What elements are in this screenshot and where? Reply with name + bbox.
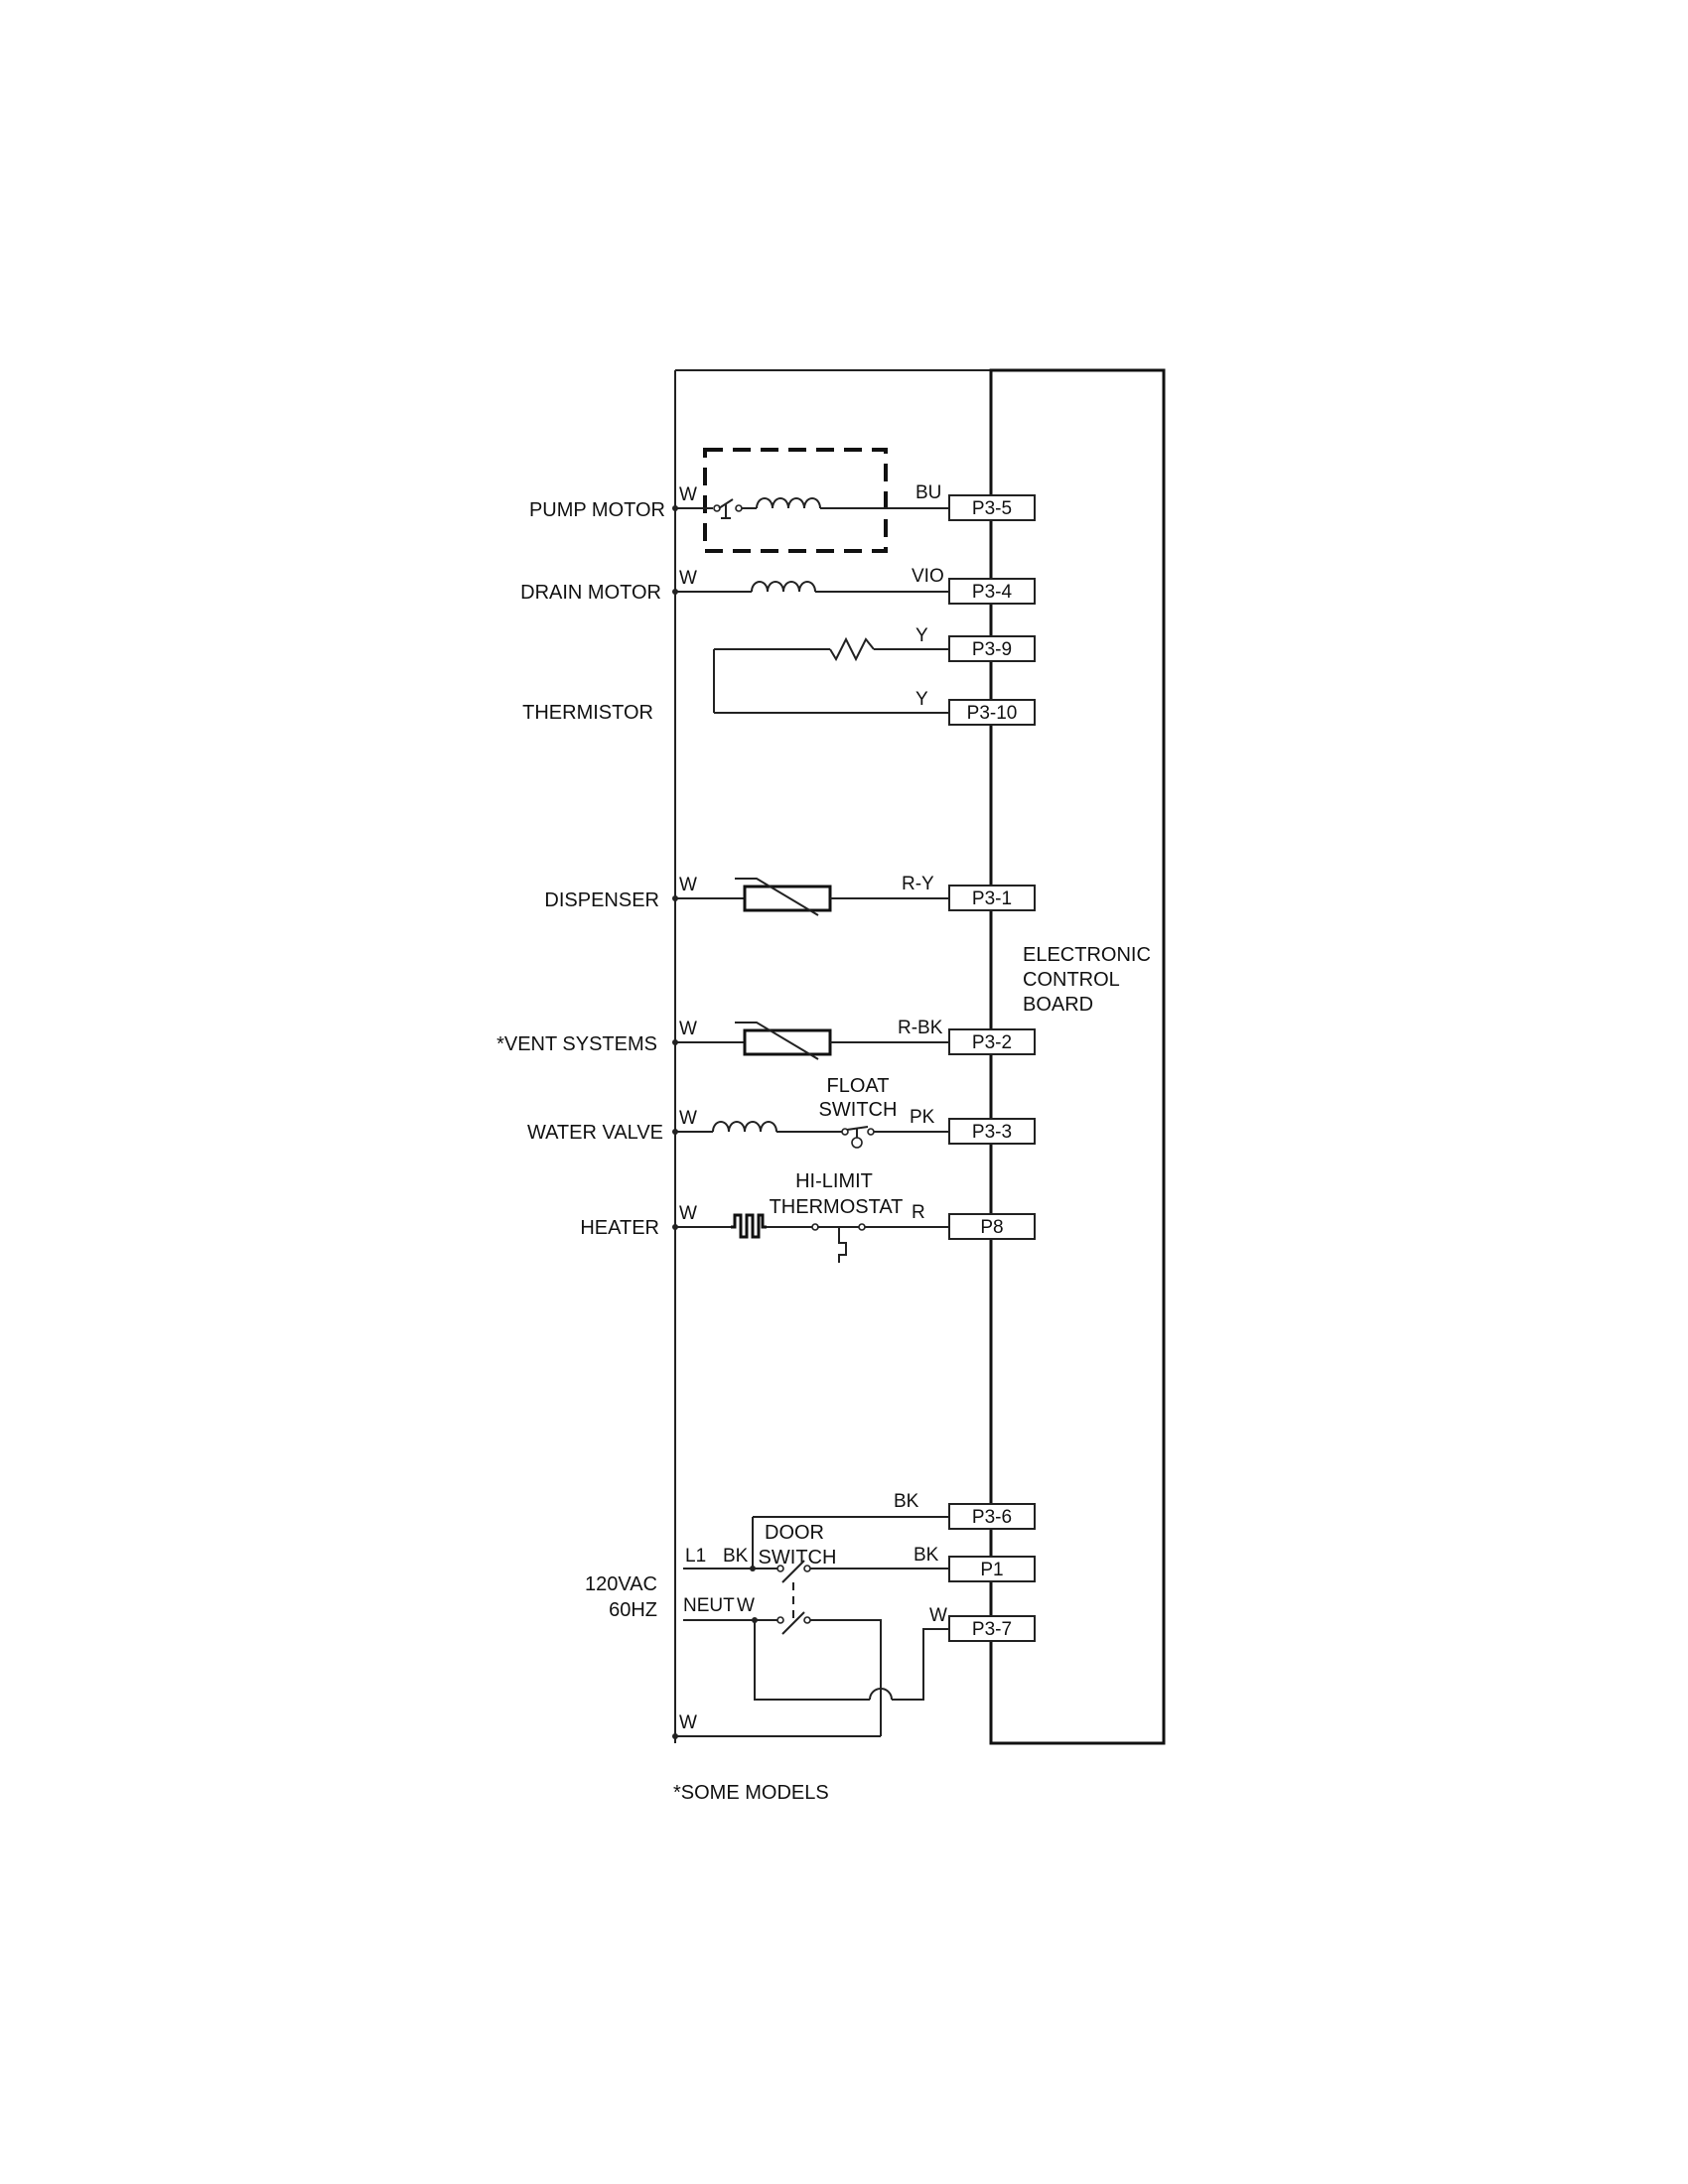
door-switch-label-line1: DOOR [765, 1522, 824, 1544]
pin-p3-2-label: P3-2 [972, 1032, 1012, 1053]
power-door-circuit: 120VAC 60HZ BK P3-6 L1 BK DOOR SWITCH BK… [585, 1491, 1036, 1739]
drain-motor-coil [751, 581, 816, 593]
pin-p1 [948, 1556, 1036, 1582]
pump-motor-label: PUMP MOTOR [529, 499, 665, 521]
pump-motor-coil [756, 497, 821, 509]
pin-p3-3-label: P3-3 [972, 1122, 1012, 1143]
pump-overload-switch [718, 498, 734, 509]
neut-label: NEUT [683, 1595, 735, 1616]
pin-p8-label: P8 [980, 1217, 1003, 1238]
neut-color-label: W [737, 1595, 755, 1616]
dispenser-heater-element [743, 885, 832, 912]
footnote: *SOME MODELS [673, 1782, 829, 1804]
hilimit-label-line1: HI-LIMIT [795, 1170, 873, 1192]
vent-systems-circuit: *VENT SYSTEMS W R-BK P3-2 [496, 1018, 1036, 1060]
pin-p3-6-label: P3-6 [972, 1507, 1012, 1528]
pump-overload-actuator [721, 504, 731, 519]
pump-motor-enclosure [703, 448, 888, 553]
heater-element [731, 1213, 767, 1239]
pin-p3-5 [948, 494, 1036, 521]
vent-ptc-slash [735, 1022, 819, 1060]
pin-p8 [948, 1213, 1036, 1240]
hilimit-actuator [838, 1227, 847, 1263]
thermistor-resistor [829, 636, 875, 662]
board-label-line2: CONTROL [1023, 969, 1120, 991]
float-switch-contact [841, 1128, 849, 1136]
door-switch-blade-bottom [781, 1611, 805, 1635]
drain-motor-circuit: DRAIN MOTOR W VIO P3-4 [520, 566, 1036, 605]
power-label-line2: 60HZ [609, 1599, 657, 1621]
wire-crossover-hop [869, 1688, 893, 1701]
p37-wire-label: W [929, 1605, 947, 1626]
thermistor-bottom-wire-label: Y [915, 689, 928, 710]
pin-p3-10-label: P3-10 [967, 703, 1018, 724]
thermistor-circuit: THERMISTOR Y Y P3-9 P3-10 [522, 625, 1036, 726]
pin-p1-label: P1 [980, 1560, 1003, 1580]
float-switch-label-line1: FLOAT [827, 1075, 890, 1097]
valve-right-wire-label: PK [910, 1107, 935, 1128]
pump-motor-circuit: PUMP MOTOR W BU P3-5 [529, 448, 1036, 553]
door-switch-label-line2: SWITCH [759, 1547, 837, 1569]
pump-right-wire-label: BU [915, 482, 941, 503]
door-switch-contact-bottom [776, 1616, 784, 1624]
water-valve-circuit: WATER VALVE W FLOAT SWITCH PK P3-3 [527, 1075, 1036, 1149]
drain-motor-label: DRAIN MOTOR [520, 582, 661, 604]
board-label-line1: ELECTRONIC [1023, 944, 1151, 966]
pump-left-wire-label: W [679, 484, 697, 505]
vent-heater-element [743, 1028, 832, 1056]
pin-p3-1 [948, 885, 1036, 911]
control-board: ELECTRONIC CONTROL BOARD [989, 368, 1166, 1745]
thermistor-label: THERMISTOR [522, 702, 653, 724]
pin-p3-5-label: P3-5 [972, 498, 1012, 519]
pin-p3-10 [948, 699, 1036, 726]
float-switch-label-line2: SWITCH [819, 1099, 898, 1121]
heater-label: HEATER [580, 1217, 659, 1239]
pin-p3-6 [948, 1503, 1036, 1530]
p1-wire-label: BK [914, 1545, 939, 1566]
pin-p3-1-label: P3-1 [972, 888, 1012, 909]
pin-p3-9-label: P3-9 [972, 639, 1012, 660]
dispenser-right-wire-label: R-Y [902, 874, 934, 894]
dispenser-label: DISPENSER [544, 889, 659, 911]
heater-left-wire-label: W [679, 1203, 697, 1224]
water-valve-coil [712, 1121, 777, 1133]
bottom-w-wire-label: W [679, 1712, 697, 1733]
vent-right-wire-label: R-BK [898, 1018, 943, 1038]
thermistor-top-wire-label: Y [915, 625, 928, 646]
hilimit-label-line2: THERMOSTAT [770, 1196, 904, 1218]
board-label-line3: BOARD [1023, 994, 1093, 1016]
heater-circuit: HEATER W HI-LIMIT THERMOSTAT R P8 [580, 1170, 1036, 1263]
pin-p3-4-label: P3-4 [972, 582, 1013, 603]
vent-systems-label: *VENT SYSTEMS [496, 1033, 657, 1055]
pin-p3-3 [948, 1118, 1036, 1145]
valve-left-wire-label: W [679, 1108, 697, 1129]
door-switch-contact-top [776, 1565, 784, 1572]
power-label-line1: 120VAC [585, 1573, 657, 1595]
drain-right-wire-label: VIO [912, 566, 944, 587]
door-top-wire-label: BK [894, 1491, 919, 1512]
pin-p3-9 [948, 635, 1036, 662]
dispenser-circuit: DISPENSER W R-Y P3-1 [544, 874, 1036, 916]
heater-right-wire-label: R [912, 1202, 925, 1223]
float-switch-blade [846, 1126, 869, 1131]
door-switch-blade-top [781, 1560, 805, 1583]
float-switch-float [851, 1137, 863, 1149]
water-valve-label: WATER VALVE [527, 1122, 663, 1144]
control-board-outline [989, 368, 1166, 1745]
l1-color-label: BK [723, 1546, 749, 1567]
l1-label: L1 [685, 1546, 706, 1567]
dispenser-left-wire-label: W [679, 875, 697, 895]
pin-p3-2 [948, 1028, 1036, 1055]
pin-p3-7-label: P3-7 [972, 1619, 1012, 1640]
dispenser-ptc-slash [735, 878, 819, 916]
pin-p3-4 [948, 578, 1036, 605]
pin-p3-7 [948, 1615, 1036, 1642]
vent-left-wire-label: W [679, 1019, 697, 1039]
drain-left-wire-label: W [679, 568, 697, 589]
